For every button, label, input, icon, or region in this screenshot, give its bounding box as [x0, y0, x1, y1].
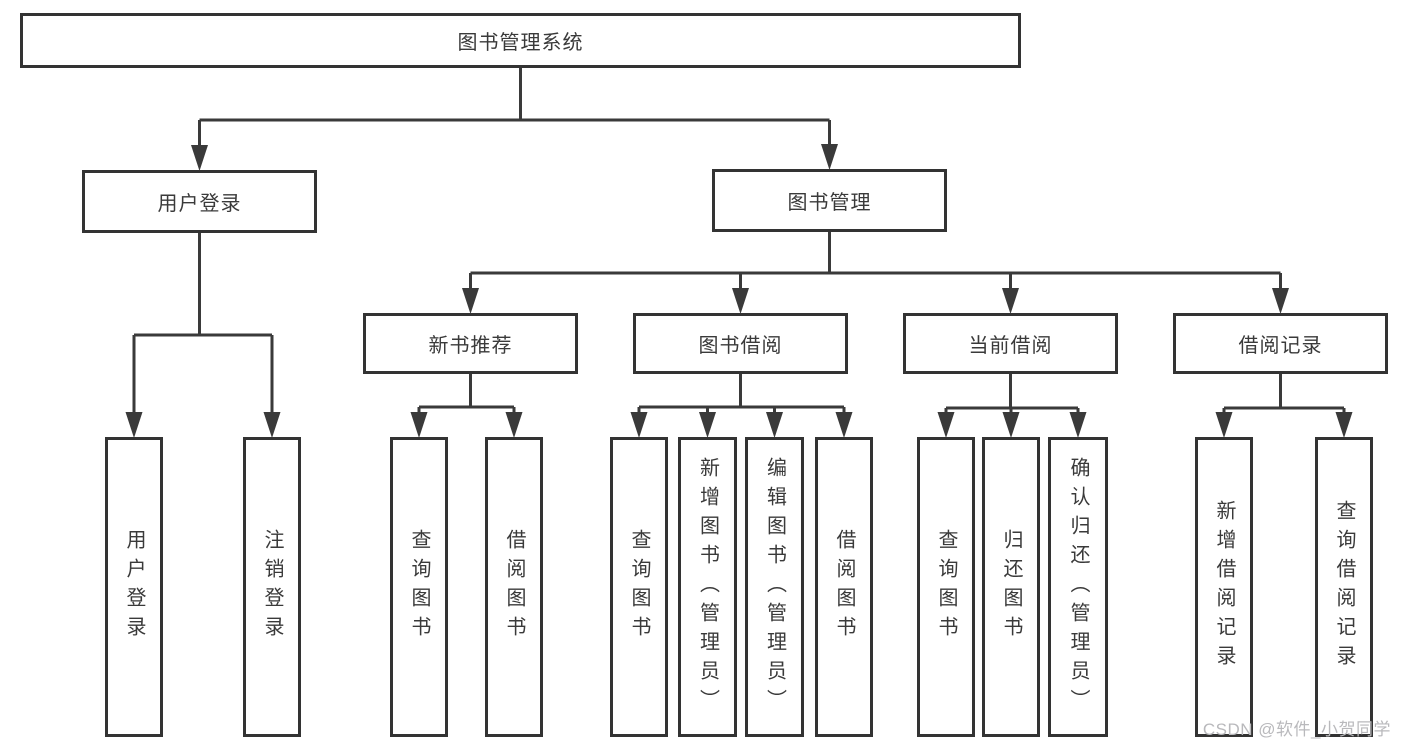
node-leaf-query-book-2: 查询图书	[610, 437, 668, 737]
arrowhead-icon	[125, 412, 143, 438]
arrowhead-icon	[1272, 288, 1289, 314]
node-label-leaf-borrow-book-2: 借阅图书	[833, 529, 855, 645]
node-book-management: 图书管理	[712, 169, 947, 232]
arrowhead-icon	[505, 412, 523, 438]
node-label-current-borrowing: 当前借阅	[968, 335, 1053, 357]
node-leaf-user-login: 用户登录	[105, 437, 163, 737]
node-leaf-return-book: 归还图书	[982, 437, 1040, 737]
node-user-login: 用户登录	[82, 170, 317, 233]
node-label-leaf-logout: 注销登录	[261, 529, 283, 645]
node-current-borrowing: 当前借阅	[903, 313, 1118, 374]
node-label-book-borrowing: 图书借阅	[698, 335, 783, 357]
watermark: CSDN @软件_小贺同学	[1202, 720, 1391, 739]
arrowhead-icon	[766, 412, 783, 438]
node-label-leaf-add-book: 新增图书（管理员）	[696, 456, 719, 718]
node-leaf-logout: 注销登录	[243, 437, 301, 737]
arrowhead-icon	[191, 145, 208, 171]
node-label-leaf-query-book-1: 查询图书	[408, 529, 430, 645]
node-book-borrowing: 图书借阅	[633, 313, 848, 374]
node-label-leaf-add-borrow-record: 新增借阅记录	[1213, 500, 1235, 674]
node-label-leaf-edit-book: 编辑图书（管理员）	[763, 456, 786, 718]
node-label-leaf-user-login: 用户登录	[123, 529, 145, 645]
node-leaf-edit-book: 编辑图书（管理员）	[745, 437, 804, 737]
node-leaf-query-borrow-record: 查询借阅记录	[1315, 437, 1373, 737]
node-label-leaf-confirm-return: 确认归还（管理员）	[1067, 456, 1089, 718]
arrowhead-icon	[1002, 288, 1019, 314]
node-label-borrowing-records: 借阅记录	[1238, 335, 1323, 357]
arrowhead-icon	[263, 412, 281, 438]
node-label-leaf-borrow-book-1: 借阅图书	[503, 529, 525, 645]
node-leaf-borrow-book-2: 借阅图书	[815, 437, 873, 737]
arrowhead-icon	[1069, 412, 1087, 438]
node-borrowing-records: 借阅记录	[1173, 313, 1388, 374]
node-leaf-add-borrow-record: 新增借阅记录	[1195, 437, 1253, 737]
arrowhead-icon	[410, 412, 428, 438]
node-label-user-login: 用户登录	[157, 193, 242, 215]
arrowhead-icon	[821, 144, 838, 170]
node-label-leaf-query-borrow-record: 查询借阅记录	[1333, 500, 1355, 674]
arrowhead-icon	[1002, 412, 1020, 438]
arrowhead-icon	[1335, 412, 1353, 438]
node-leaf-query-book-1: 查询图书	[390, 437, 448, 737]
arrowhead-icon	[699, 412, 716, 438]
arrowhead-icon	[630, 412, 648, 438]
node-label-root: 图书管理系统	[457, 32, 584, 54]
node-leaf-borrow-book-1: 借阅图书	[485, 437, 543, 737]
arrowhead-icon	[937, 412, 955, 438]
arrowhead-icon	[462, 288, 479, 314]
node-leaf-add-book: 新增图书（管理员）	[678, 437, 737, 737]
node-label-leaf-query-book-2: 查询图书	[628, 529, 650, 645]
node-leaf-query-book-3: 查询图书	[917, 437, 975, 737]
node-label-leaf-return-book: 归还图书	[1000, 529, 1022, 645]
arrowhead-icon	[732, 288, 749, 314]
arrowhead-icon	[1215, 412, 1233, 438]
arrowhead-icon	[835, 412, 853, 438]
node-label-leaf-query-book-3: 查询图书	[935, 529, 957, 645]
node-leaf-confirm-return: 确认归还（管理员）	[1048, 437, 1108, 737]
node-new-book-recommend: 新书推荐	[363, 313, 578, 374]
node-root: 图书管理系统	[20, 13, 1021, 68]
node-label-new-book-recommend: 新书推荐	[428, 335, 513, 357]
node-label-book-management: 图书管理	[787, 192, 872, 214]
